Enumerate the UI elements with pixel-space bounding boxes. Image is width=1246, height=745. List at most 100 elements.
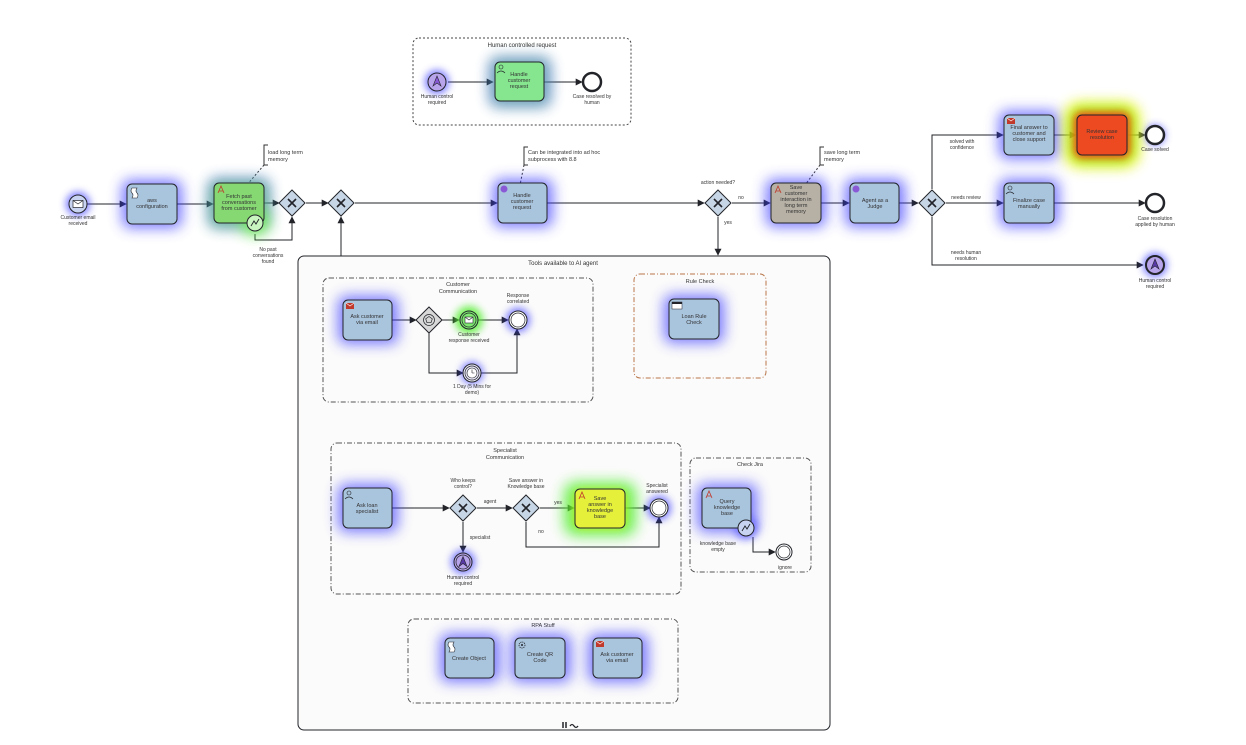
task-finalize-case[interactable]: Finalize case manually — [1003, 182, 1055, 224]
flow-kb-ignore — [752, 537, 776, 556]
svg-text:Final answer to: Final answer to — [1010, 125, 1047, 131]
adhoc-marker-icon — [852, 185, 860, 193]
svg-text:Who keeps: Who keeps — [450, 478, 476, 484]
task-review-case-resolution[interactable]: Review case resolution — [1076, 114, 1128, 156]
svg-text:base: base — [721, 511, 733, 517]
svg-text:human: human — [584, 100, 600, 106]
task-fetch-past-conversations[interactable]: Fetch past conversations from customer — [213, 182, 265, 224]
svg-text:Case resolution: Case resolution — [1138, 216, 1173, 222]
svg-text:conversations: conversations — [222, 200, 256, 206]
svg-text:Response: Response — [507, 293, 530, 299]
end-event-human-control[interactable] — [1145, 255, 1165, 275]
intermediate-event-customer-response[interactable] — [459, 310, 479, 330]
svg-text:ignore: ignore — [778, 565, 792, 571]
svg-text:Check: Check — [686, 320, 702, 326]
svg-text:Specialist: Specialist — [646, 483, 668, 489]
task-handle-customer-request[interactable]: Handle customer request — [497, 182, 548, 224]
svg-text:No past: No past — [259, 247, 277, 253]
svg-text:Create Object: Create Object — [452, 656, 486, 662]
event-based-gateway-icon[interactable] — [415, 306, 443, 334]
svg-text:subprocess with 8.8: subprocess with 8.8 — [528, 157, 577, 163]
task-final-answer[interactable]: Final answer to customer and close suppo… — [1003, 114, 1055, 156]
exclusive-gateway-icon[interactable] — [512, 494, 540, 522]
svg-text:answered: answered — [646, 489, 668, 495]
exclusive-gateway-icon[interactable] — [918, 189, 946, 217]
svg-text:configuration: configuration — [136, 204, 168, 210]
flow-labels: action needed? no yes solved with confid… — [450, 139, 981, 541]
task-save-answer-kb[interactable]: Save answer in knowledge base — [574, 488, 626, 529]
human-control-icon — [1150, 258, 1160, 270]
task-handle-customer-request-human[interactable]: Handle customer request — [494, 61, 545, 102]
task-loan-rule-check[interactable]: Loan Rule Check — [668, 298, 720, 340]
start-event-human-control[interactable] — [427, 72, 447, 92]
svg-text:Agent as a: Agent as a — [862, 198, 889, 204]
intermediate-event-timer[interactable] — [462, 363, 482, 383]
ai-agent-icon — [578, 490, 586, 500]
boundary-event-kb-empty[interactable] — [737, 519, 755, 537]
svg-text:Customer: Customer — [458, 332, 480, 338]
task-create-object[interactable]: Create Object — [444, 637, 495, 679]
exclusive-gateway-icon[interactable] — [704, 189, 732, 217]
svg-text:needs human: needs human — [951, 250, 982, 256]
svg-text:customer and: customer and — [1012, 131, 1045, 137]
svg-text:confidence: confidence — [950, 145, 974, 151]
svg-text:Human control: Human control — [1139, 278, 1172, 284]
svg-text:via email: via email — [356, 320, 378, 326]
svg-text:memory: memory — [786, 209, 806, 215]
boundary-event-no-past[interactable] — [246, 214, 264, 232]
svg-text:no: no — [738, 195, 744, 201]
svg-text:Save: Save — [594, 496, 607, 502]
exclusive-gateway-icon[interactable] — [278, 189, 306, 217]
svg-text:empty: empty — [711, 547, 725, 553]
task-query-knowledge-base[interactable]: Query knowledge base — [701, 487, 752, 529]
exclusive-gateway-icon[interactable] — [449, 494, 477, 522]
user-icon — [344, 490, 354, 500]
svg-text:request: request — [510, 84, 529, 90]
task-save-customer-interaction[interactable]: Save customer interaction in long term m… — [770, 182, 822, 224]
task-ask-loan-specialist[interactable]: Ask loan specialist — [342, 487, 393, 529]
task-aws-configuration[interactable]: aws configuration — [126, 183, 178, 225]
svg-text:Save: Save — [790, 185, 803, 191]
svg-text:Handle: Handle — [513, 193, 530, 199]
svg-text:1 Day (5 Mins for: 1 Day (5 Mins for — [453, 384, 491, 390]
svg-text:response received: response received — [449, 338, 490, 344]
svg-text:Code: Code — [533, 658, 546, 664]
task-ask-customer-email[interactable]: Ask customer via email — [342, 299, 393, 341]
group-customer-comm-label: Customer Communication — [439, 282, 477, 295]
svg-text:found: found — [262, 259, 275, 265]
end-event-specialist-answered[interactable] — [649, 498, 669, 518]
business-rule-icon — [671, 301, 683, 310]
script-icon — [130, 187, 139, 199]
sequence-flows — [87, 78, 1146, 556]
svg-text:required: required — [454, 581, 473, 587]
svg-text:load long term: load long term — [268, 150, 303, 156]
svg-text:required: required — [1146, 284, 1165, 290]
ai-agent-icon — [705, 489, 713, 499]
svg-text:memory: memory — [268, 157, 288, 163]
task-ask-customer-email-rpa[interactable]: Ask customer via email — [592, 637, 643, 679]
svg-text:Loan Rule: Loan Rule — [681, 314, 706, 320]
end-event-case-solved[interactable] — [1144, 124, 1166, 146]
svg-text:answer in: answer in — [588, 502, 612, 508]
end-event-response-correlated[interactable] — [508, 310, 528, 330]
start-event-email[interactable] — [68, 194, 88, 214]
end-event-case-resolution-human[interactable] — [1144, 192, 1166, 214]
user-icon — [1005, 185, 1015, 195]
task-create-qr-code[interactable]: Create QR Code — [514, 637, 566, 679]
end-event-ignore[interactable] — [775, 543, 793, 561]
user-icon — [496, 64, 506, 74]
group-rule-check — [633, 273, 767, 379]
svg-text:correlated: correlated — [507, 299, 529, 305]
end-event-human-control-spec[interactable] — [453, 552, 473, 572]
group-check-jira-label: Check Jira — [737, 462, 764, 468]
svg-text:Customer: Customer — [446, 282, 470, 288]
exclusive-gateway-icon[interactable] — [327, 189, 355, 217]
svg-text:Ask loan: Ask loan — [356, 503, 377, 509]
end-event-case-resolved-human[interactable] — [581, 71, 603, 93]
svg-text:base: base — [594, 514, 606, 520]
svg-text:Ask customer: Ask customer — [600, 652, 633, 658]
task-agent-as-judge[interactable]: Agent as a Judge — [849, 182, 900, 224]
svg-text:applied by human: applied by human — [1135, 222, 1175, 228]
